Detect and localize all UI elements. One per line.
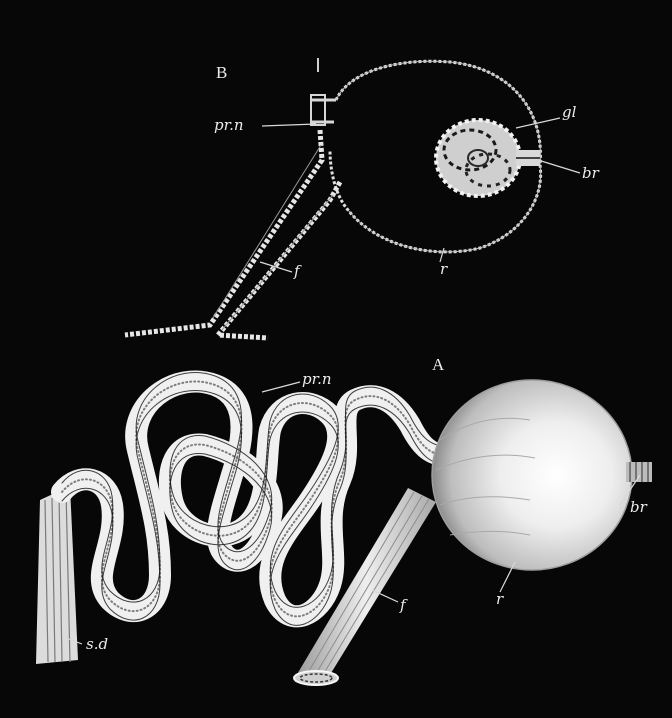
label-a-r: r — [496, 592, 503, 607]
funnel-a — [294, 488, 436, 685]
convoluted-tubule-a — [62, 372, 445, 625]
collecting-duct-a — [36, 486, 78, 664]
label-b-pr-n: pr.n — [214, 118, 244, 133]
figure-b-letter: B — [216, 64, 227, 81]
label-b-r: r — [440, 262, 447, 277]
label-a-f: f — [400, 598, 406, 613]
label-a-sd: s.d — [86, 637, 108, 652]
blood-vessel-a — [626, 462, 652, 482]
figure-b — [125, 58, 541, 338]
label-b-gl: gl — [562, 105, 576, 120]
label-a-pr-n: pr.n — [302, 372, 332, 387]
label-b-br: br — [582, 166, 599, 181]
tubule-b — [125, 130, 340, 338]
figure-a-letter: A — [432, 356, 444, 373]
glomerulus-b — [436, 120, 520, 196]
label-b-f: f — [294, 264, 300, 279]
figure-a — [36, 372, 652, 685]
capsule-a — [432, 380, 632, 570]
label-a-br: br — [630, 500, 647, 515]
